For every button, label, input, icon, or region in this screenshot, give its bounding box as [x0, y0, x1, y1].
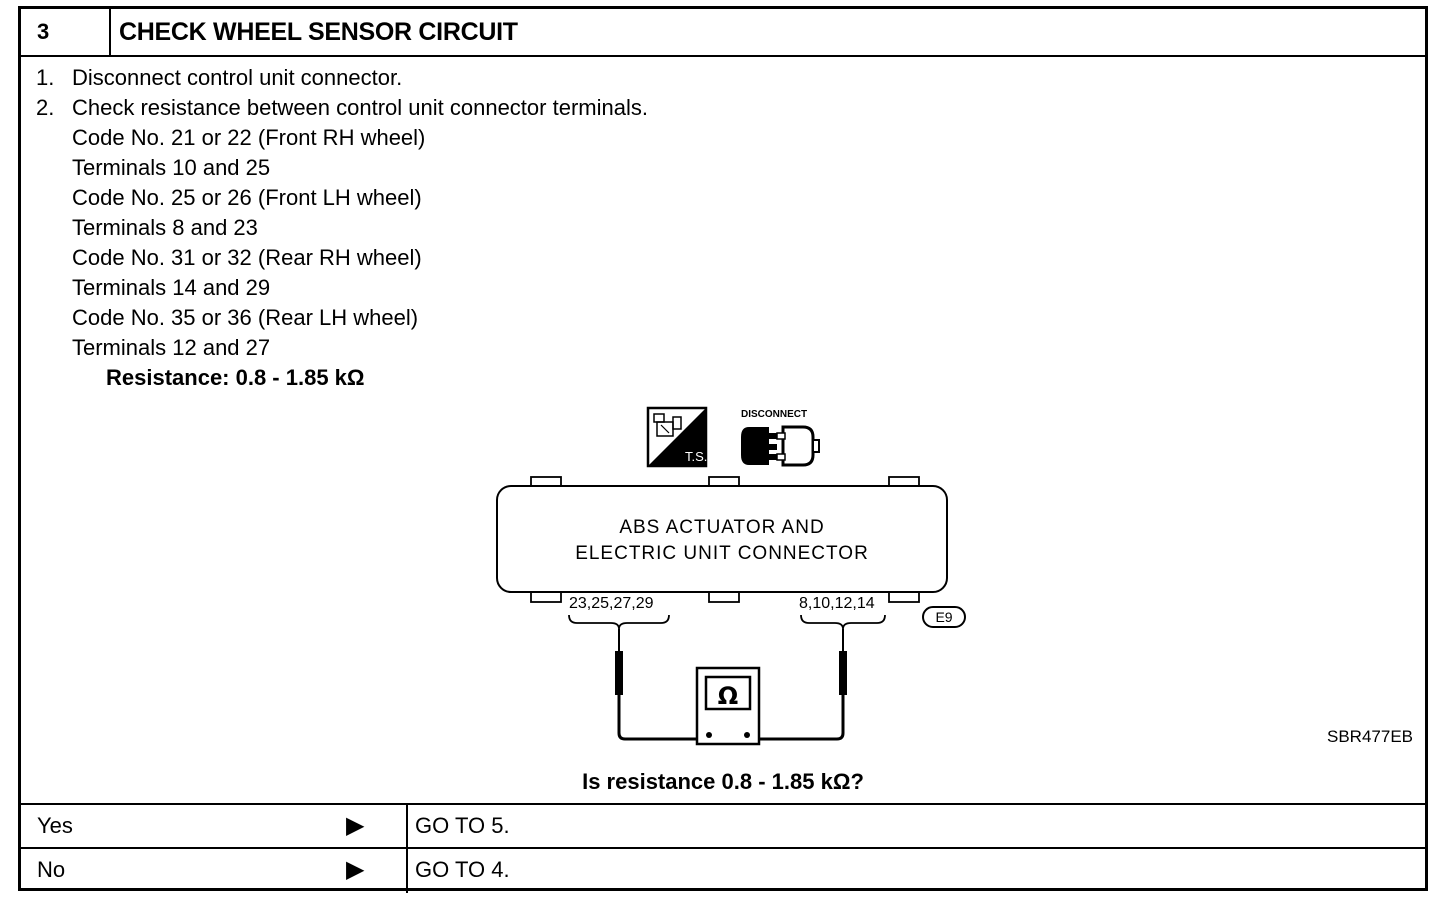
procedure-title: CHECK WHEEL SENSOR CIRCUIT — [119, 18, 518, 46]
right-terminals-label: 8,10,12,14 — [799, 595, 875, 612]
disconnect-icon: DISCONNECT — [741, 409, 820, 467]
check-line: Code No. 35 or 36 (Rear LH wheel) — [72, 305, 419, 330]
step-text: Disconnect control unit connector. — [72, 65, 403, 90]
answer-label: No — [37, 857, 66, 882]
left-brace — [568, 614, 670, 630]
diagnostic-procedure-box: 3 CHECK WHEEL SENSOR CIRCUIT 1. Disconnec… — [18, 6, 1428, 893]
arrow-right-icon: ▶ — [346, 812, 365, 839]
answer-action: GO TO 4. — [415, 857, 510, 882]
procedure-header: 3 CHECK WHEEL SENSOR CIRCUIT — [21, 9, 1425, 57]
connector-label-line1: ABS ACTUATOR AND — [619, 517, 824, 538]
check-line: Code No. 25 or 26 (Front LH wheel) — [72, 185, 422, 210]
arrow-right-icon: ▶ — [346, 856, 365, 883]
resistance-spec: Resistance: 0.8 - 1.85 kΩ — [106, 365, 365, 390]
check-line: Terminals 8 and 23 — [72, 215, 258, 240]
ohmmeter-icon: Ω — [695, 666, 761, 746]
ts-label: T.S. — [685, 449, 707, 464]
check-line: Terminals 10 and 25 — [72, 155, 271, 180]
check-line: Code No. 31 or 32 (Rear RH wheel) — [72, 245, 422, 270]
step-item: 2. Check resistance between control unit … — [36, 93, 648, 123]
answer-action: GO TO 5. — [415, 813, 510, 838]
connector-diagram: T.S. DISCONNECT ABS ACTUATOR — [496, 406, 966, 746]
check-line: Terminals 14 and 29 — [72, 275, 271, 300]
check-line: Terminals 12 and 27 — [72, 335, 271, 360]
step-number: 3 — [21, 9, 111, 55]
resistance-question: Is resistance 0.8 - 1.85 kΩ? — [582, 769, 864, 794]
step-item: 1. Disconnect control unit connector. — [36, 63, 648, 93]
ohm-symbol: Ω — [718, 682, 738, 710]
right-probe — [753, 629, 847, 741]
connector-code: E9 — [935, 609, 952, 625]
step-num: 2. — [36, 95, 55, 120]
step-num: 1. — [36, 65, 55, 90]
answer-row-yes: Yes ▶ GO TO 5. — [21, 803, 1425, 849]
check-line: Code No. 21 or 22 (Front RH wheel) — [72, 125, 426, 150]
answer-label: Yes — [37, 813, 73, 838]
connector-code-badge: E9 — [922, 606, 966, 628]
figure-id: SBR477EB — [1327, 727, 1413, 746]
procedure-steps: 1. Disconnect control unit connector. 2. C… — [36, 63, 648, 393]
connector-label-line2: ELECTRIC UNIT CONNECTOR — [575, 543, 869, 564]
left-probe — [615, 629, 697, 741]
connector-body — [496, 485, 948, 593]
right-brace — [800, 614, 886, 630]
step-text: Check resistance between control unit co… — [72, 95, 648, 120]
ts-icon: T.S. — [646, 406, 707, 468]
disconnect-label: DISCONNECT — [741, 409, 807, 420]
left-terminals-label: 23,25,27,29 — [569, 595, 654, 612]
answer-row-no: No ▶ GO TO 4. — [21, 847, 1425, 893]
